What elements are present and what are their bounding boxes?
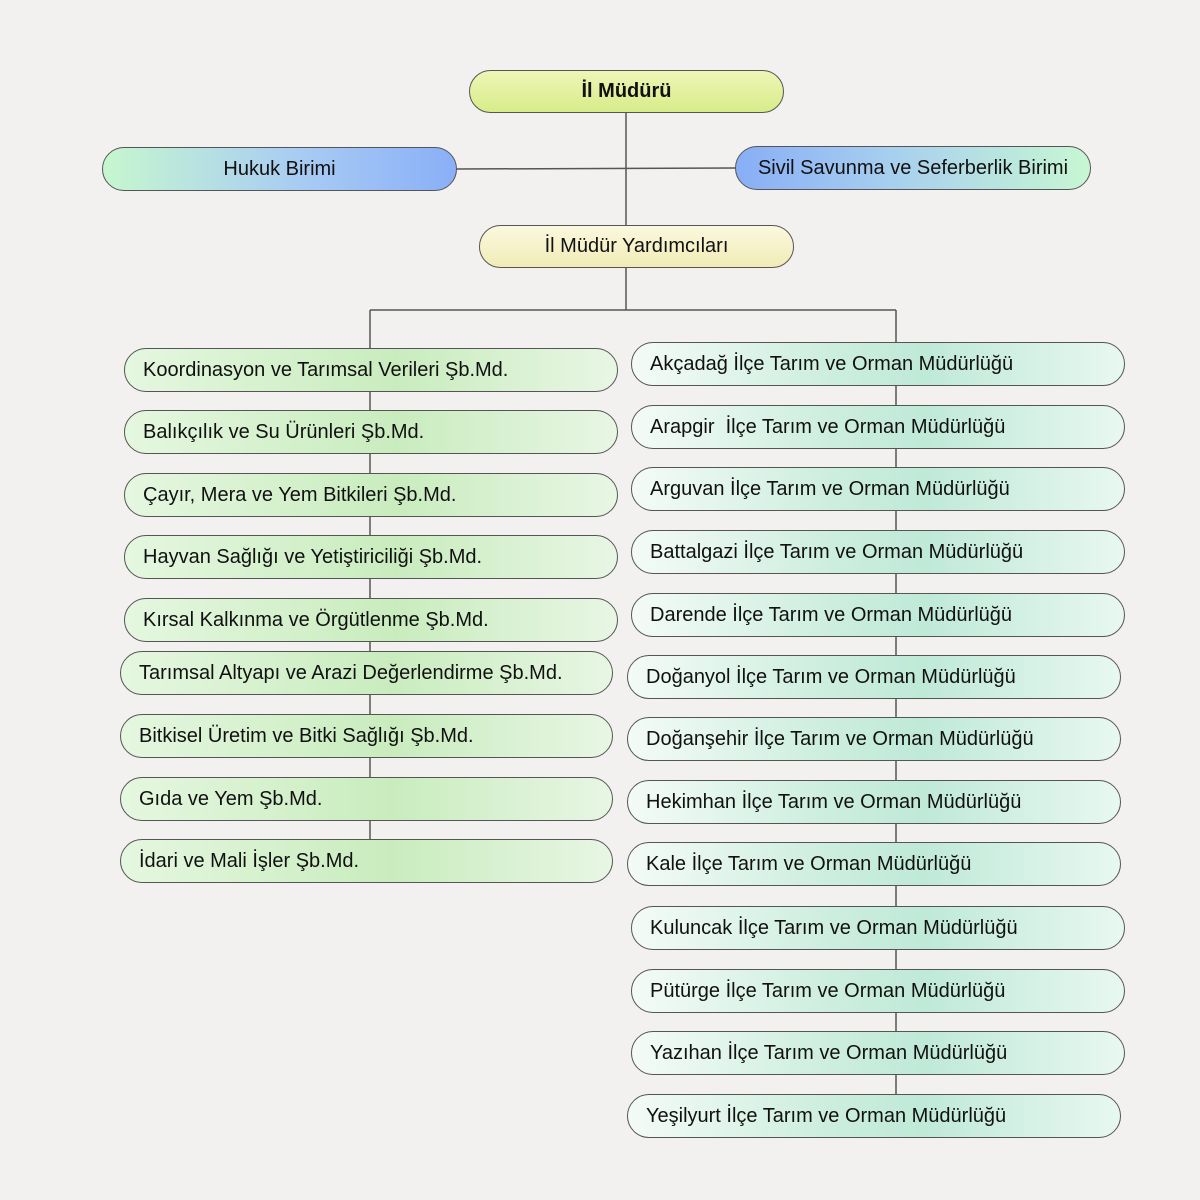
sube-mudurlugu-box: Hayvan Sağlığı ve Yetiştiriciliği Şb.Md. (124, 535, 618, 579)
ilce-mudurlugu-box: Kale İlçe Tarım ve Orman Müdürlüğü (627, 842, 1121, 886)
sube-mudurlugu-box: Koordinasyon ve Tarımsal Verileri Şb.Md. (124, 348, 618, 392)
sube-mudurlugu-box: Gıda ve Yem Şb.Md. (120, 777, 613, 821)
sube-mudurlugu-label: Hayvan Sağlığı ve Yetiştiriciliği Şb.Md. (143, 545, 483, 568)
sube-mudurlugu-box: Kırsal Kalkınma ve Örgütlenme Şb.Md. (124, 598, 618, 642)
ilce-mudurlugu-box: Doğanyol İlçe Tarım ve Orman Müdürlüğü (627, 655, 1121, 699)
il-muduru-box: İl Müdürü (469, 70, 784, 113)
hukuk-birimi-label: Hukuk Birimi (223, 157, 336, 180)
ilce-mudurlugu-label: Pütürge İlçe Tarım ve Orman Müdürlüğü (650, 979, 1006, 1002)
sube-mudurlugu-label: Kırsal Kalkınma ve Örgütlenme Şb.Md. (143, 608, 489, 631)
ilce-mudurlugu-box: Battalgazi İlçe Tarım ve Orman Müdürlüğü (631, 530, 1125, 574)
ilce-mudurlugu-box: Doğanşehir İlçe Tarım ve Orman Müdürlüğü (627, 717, 1121, 761)
ilce-mudurlugu-box: Yazıhan İlçe Tarım ve Orman Müdürlüğü (631, 1031, 1125, 1075)
ilce-mudurlugu-box: Yeşilyurt İlçe Tarım ve Orman Müdürlüğü (627, 1094, 1121, 1138)
sube-mudurlugu-label: Balıkçılık ve Su Ürünleri Şb.Md. (143, 420, 425, 443)
connector-line (455, 167, 737, 170)
ilce-mudurlugu-box: Pütürge İlçe Tarım ve Orman Müdürlüğü (631, 969, 1125, 1013)
sivil-savunma-label: Sivil Savunma ve Seferberlik Birimi (757, 156, 1069, 179)
ilce-mudurlugu-label: Hekimhan İlçe Tarım ve Orman Müdürlüğü (646, 790, 1022, 813)
ilce-mudurlugu-label: Akçadağ İlçe Tarım ve Orman Müdürlüğü (650, 352, 1014, 375)
sube-mudurlugu-box: Bitkisel Üretim ve Bitki Sağlığı Şb.Md. (120, 714, 613, 758)
il-mudur-yardimcilari-label: İl Müdür Yardımcıları (544, 235, 729, 257)
ilce-mudurlugu-label: Kuluncak İlçe Tarım ve Orman Müdürlüğü (650, 916, 1018, 939)
ilce-mudurlugu-box: Kuluncak İlçe Tarım ve Orman Müdürlüğü (631, 906, 1125, 950)
ilce-mudurlugu-label: Arguvan İlçe Tarım ve Orman Müdürlüğü (650, 477, 1010, 500)
hukuk-birimi-box: Hukuk Birimi (102, 147, 457, 191)
ilce-mudurlugu-box: Akçadağ İlçe Tarım ve Orman Müdürlüğü (631, 342, 1125, 386)
ilce-mudurlugu-box: Arguvan İlçe Tarım ve Orman Müdürlüğü (631, 467, 1125, 511)
ilce-mudurlugu-box: Arapgir İlçe Tarım ve Orman Müdürlüğü (631, 405, 1125, 449)
il-muduru-label: İl Müdürü (581, 80, 672, 102)
ilce-mudurlugu-box: Hekimhan İlçe Tarım ve Orman Müdürlüğü (627, 780, 1121, 824)
ilce-mudurlugu-label: Yeşilyurt İlçe Tarım ve Orman Müdürlüğü (646, 1104, 1007, 1127)
ilce-mudurlugu-label: Doğanyol İlçe Tarım ve Orman Müdürlüğü (646, 665, 1016, 688)
sube-mudurlugu-label: Koordinasyon ve Tarımsal Verileri Şb.Md. (143, 358, 509, 381)
sube-mudurlugu-box: Balıkçılık ve Su Ürünleri Şb.Md. (124, 410, 618, 454)
ilce-mudurlugu-label: Kale İlçe Tarım ve Orman Müdürlüğü (646, 852, 972, 875)
sube-mudurlugu-box: Tarımsal Altyapı ve Arazi Değerlendirme … (120, 651, 613, 695)
sube-mudurlugu-box: İdari ve Mali İşler Şb.Md. (120, 839, 613, 883)
ilce-mudurlugu-label: Doğanşehir İlçe Tarım ve Orman Müdürlüğü (646, 727, 1034, 750)
sube-mudurlugu-label: Gıda ve Yem Şb.Md. (139, 787, 323, 810)
sivil-savunma-box: Sivil Savunma ve Seferberlik Birimi (735, 146, 1091, 190)
sube-mudurlugu-label: Çayır, Mera ve Yem Bitkileri Şb.Md. (143, 483, 457, 506)
ilce-mudurlugu-label: Battalgazi İlçe Tarım ve Orman Müdürlüğü (650, 540, 1024, 563)
sube-mudurlugu-label: Bitkisel Üretim ve Bitki Sağlığı Şb.Md. (139, 724, 474, 747)
ilce-mudurlugu-label: Darende İlçe Tarım ve Orman Müdürlüğü (650, 603, 1013, 626)
sube-mudurlugu-box: Çayır, Mera ve Yem Bitkileri Şb.Md. (124, 473, 618, 517)
ilce-mudurlugu-box: Darende İlçe Tarım ve Orman Müdürlüğü (631, 593, 1125, 637)
il-mudur-yardimcilari-box: İl Müdür Yardımcıları (479, 225, 794, 268)
sube-mudurlugu-label: İdari ve Mali İşler Şb.Md. (139, 849, 360, 872)
ilce-mudurlugu-label: Yazıhan İlçe Tarım ve Orman Müdürlüğü (650, 1041, 1008, 1064)
ilce-mudurlugu-label: Arapgir İlçe Tarım ve Orman Müdürlüğü (650, 415, 1006, 438)
sube-mudurlugu-label: Tarımsal Altyapı ve Arazi Değerlendirme … (139, 661, 563, 684)
